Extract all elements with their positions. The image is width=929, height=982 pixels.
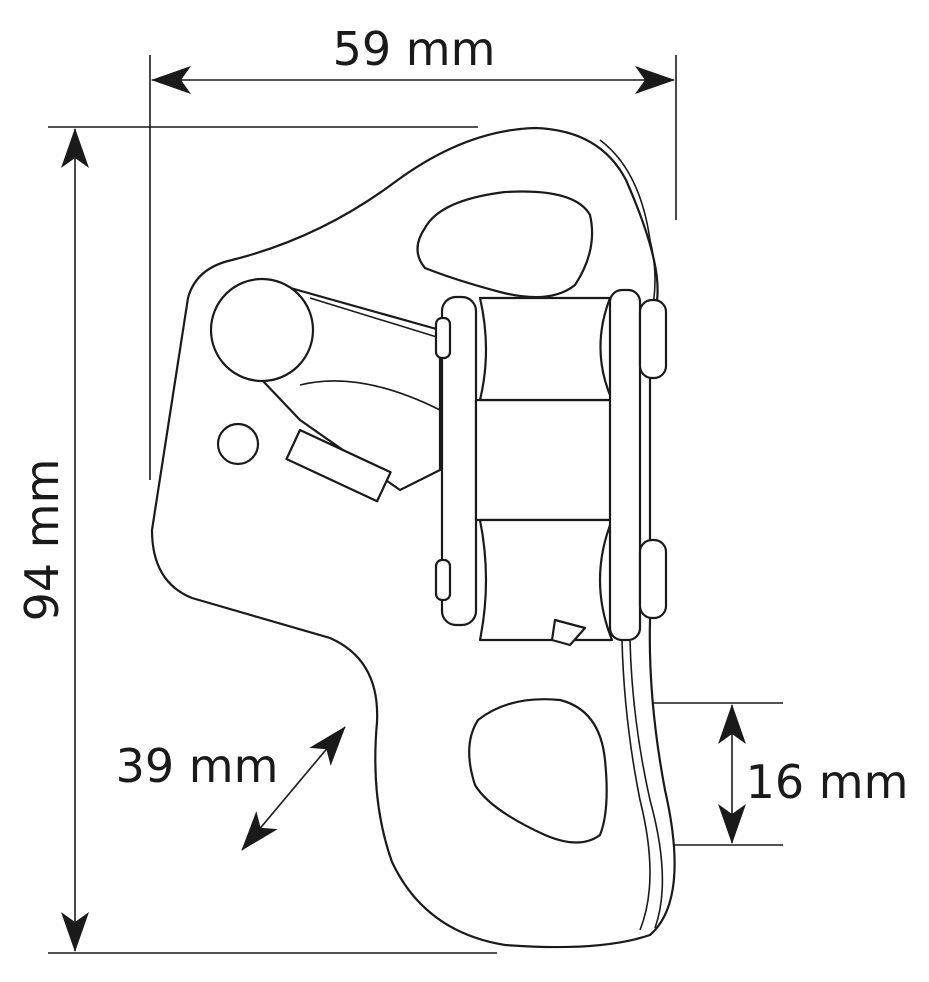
bottom-attachment-hole (468, 698, 608, 844)
height-label: 94 mm (15, 459, 69, 622)
width-label: 59 mm (333, 22, 496, 76)
top-attachment-hole (416, 190, 594, 299)
opening-label: 39 mm (116, 739, 279, 793)
roller-assembly (434, 288, 668, 647)
cam-lever (209, 277, 442, 503)
opening-arrow (241, 726, 346, 851)
hole-label: 16 mm (746, 755, 909, 809)
small-hole (216, 422, 260, 466)
